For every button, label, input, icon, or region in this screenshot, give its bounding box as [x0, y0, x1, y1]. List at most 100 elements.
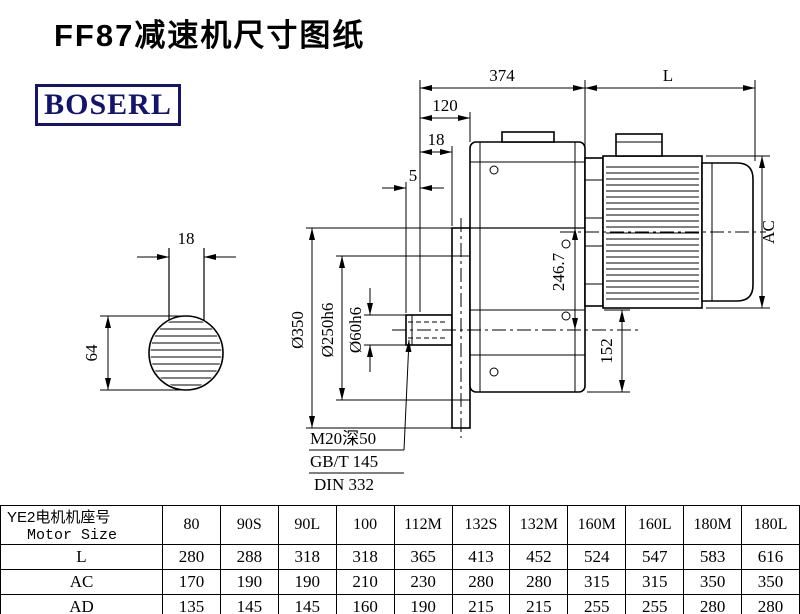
- size-cell: 616: [741, 544, 800, 570]
- motor-size-header-cell: YE2电机机座号 Motor Size: [0, 505, 163, 545]
- dim-dia250-label: Ø250h6: [318, 303, 337, 358]
- dim-dia60-label: Ø60h6: [346, 307, 365, 353]
- bolt-hole: [489, 165, 499, 175]
- motor-size-header-en: Motor Size: [27, 527, 118, 544]
- size-cell: 318: [335, 544, 395, 570]
- table-row-L: L 280 288 318 318 365 413 452 524 547 58…: [0, 544, 800, 570]
- size-cell: 145: [219, 594, 279, 614]
- table-row-AC: AC 170 190 190 210 230 280 280 315 315 3…: [0, 569, 800, 595]
- size-cell: 280: [451, 569, 511, 595]
- dim-dia60: Ø60h6: [346, 288, 406, 372]
- terminal-box: [615, 133, 663, 157]
- row-label-L: L: [0, 544, 163, 570]
- size-cell: 315: [567, 569, 627, 595]
- row-label-AC: AC: [0, 569, 163, 595]
- dim-dia350-label: Ø350: [288, 311, 307, 349]
- brand-text: BOSERL: [44, 88, 172, 121]
- keyway-lines: [168, 248, 205, 320]
- size-cell: 280: [162, 544, 221, 570]
- dim-18-label: 18: [428, 130, 445, 149]
- motor-size-table: YE2电机机座号 Motor Size 80 90S 90L 100 112M …: [0, 505, 800, 614]
- table-header-row: YE2电机机座号 Motor Size 80 90S 90L 100 112M …: [0, 505, 800, 545]
- dim-L-label: L: [663, 66, 673, 85]
- size-cell: 288: [219, 544, 279, 570]
- size-cell: 315: [625, 569, 685, 595]
- size-cell: 350: [683, 569, 743, 595]
- dim-120-label: 120: [432, 96, 458, 115]
- note-din-label: DIN 332: [314, 475, 374, 494]
- size-cell: 280: [741, 594, 800, 614]
- dim-18: 18: [420, 130, 452, 155]
- size-cell: 280: [683, 594, 743, 614]
- brand-logo: BOSERL: [35, 84, 181, 126]
- shaft-section-view: 18 64: [82, 229, 236, 391]
- shaft-circle: [148, 315, 224, 391]
- size-cell: 524: [567, 544, 627, 570]
- dim-374-label: 374: [489, 66, 515, 85]
- dim-shaft-dia-label: 64: [82, 344, 101, 362]
- dim-L: L: [585, 66, 755, 91]
- dim-dia250: Ø250h6: [318, 255, 452, 401]
- col-header-112m: 112M: [393, 505, 453, 545]
- centerlines: [392, 218, 766, 438]
- gearbox-side-view: [392, 131, 766, 438]
- dimension-annotations: 374 L 120 18 5 AC: [288, 66, 778, 429]
- col-header-160m: 160M: [567, 505, 627, 545]
- size-cell: 160: [335, 594, 395, 614]
- motor-body: [602, 133, 703, 309]
- size-cell: 413: [451, 544, 511, 570]
- size-cell: 190: [393, 594, 453, 614]
- col-header-132m: 132M: [509, 505, 569, 545]
- leader-line: [403, 339, 412, 451]
- dim-AC: AC: [706, 155, 778, 309]
- table-row-AD: AD 135 145 145 160 190 215 215 255 255 2…: [0, 594, 800, 614]
- size-cell: 190: [219, 569, 279, 595]
- size-cell: 318: [277, 544, 337, 570]
- size-cell: 145: [277, 594, 337, 614]
- size-cell: 452: [509, 544, 569, 570]
- size-cell: 255: [567, 594, 627, 614]
- size-cell: 255: [625, 594, 685, 614]
- dim-5: 5: [382, 166, 444, 191]
- dim-246-label: 246.7: [549, 252, 568, 291]
- dim-key-width-label: 18: [178, 229, 195, 248]
- size-cell: 280: [509, 569, 569, 595]
- bolt-hole: [489, 367, 499, 377]
- size-cell: 190: [277, 569, 337, 595]
- size-cell: 365: [393, 544, 453, 570]
- size-cell: 210: [335, 569, 395, 595]
- dim-120: 120: [420, 96, 470, 121]
- note-gb-label: GB/T 145: [310, 452, 378, 471]
- dim-dia350: Ø350: [288, 227, 452, 429]
- bolt-hole: [561, 311, 571, 321]
- size-cell: 170: [162, 569, 221, 595]
- col-header-90l: 90L: [277, 505, 337, 545]
- dim-152-label: 152: [597, 338, 616, 364]
- col-header-100: 100: [335, 505, 395, 545]
- size-cell: 215: [509, 594, 569, 614]
- size-cell: 135: [162, 594, 221, 614]
- dim-374: 374: [420, 66, 585, 91]
- note-thread-label: M20深50: [310, 429, 376, 448]
- col-header-90s: 90S: [219, 505, 279, 545]
- technical-drawing: 18 64: [82, 66, 778, 494]
- page-title: FF87减速机尺寸图纸: [54, 18, 366, 53]
- thread-note: M20深50 GB/T 145 DIN 332: [309, 339, 412, 494]
- dim-246: 246.7: [549, 228, 578, 330]
- size-cell: 230: [393, 569, 453, 595]
- dim-152: 152: [587, 309, 630, 393]
- dim-shaft-dia: 64: [82, 315, 181, 391]
- row-label-AD: AD: [0, 594, 163, 614]
- dim-key-width: 18: [137, 229, 236, 260]
- dim-AC-label: AC: [759, 220, 778, 244]
- size-cell: 350: [741, 569, 800, 595]
- col-header-180m: 180M: [683, 505, 743, 545]
- motor-size-header-cn: YE2电机机座号: [7, 509, 111, 526]
- col-header-160l: 160L: [625, 505, 685, 545]
- col-header-132s: 132S: [451, 505, 511, 545]
- size-cell: 547: [625, 544, 685, 570]
- col-header-180l: 180L: [741, 505, 800, 545]
- col-header-80: 80: [162, 505, 221, 545]
- dim-5-label: 5: [409, 166, 418, 185]
